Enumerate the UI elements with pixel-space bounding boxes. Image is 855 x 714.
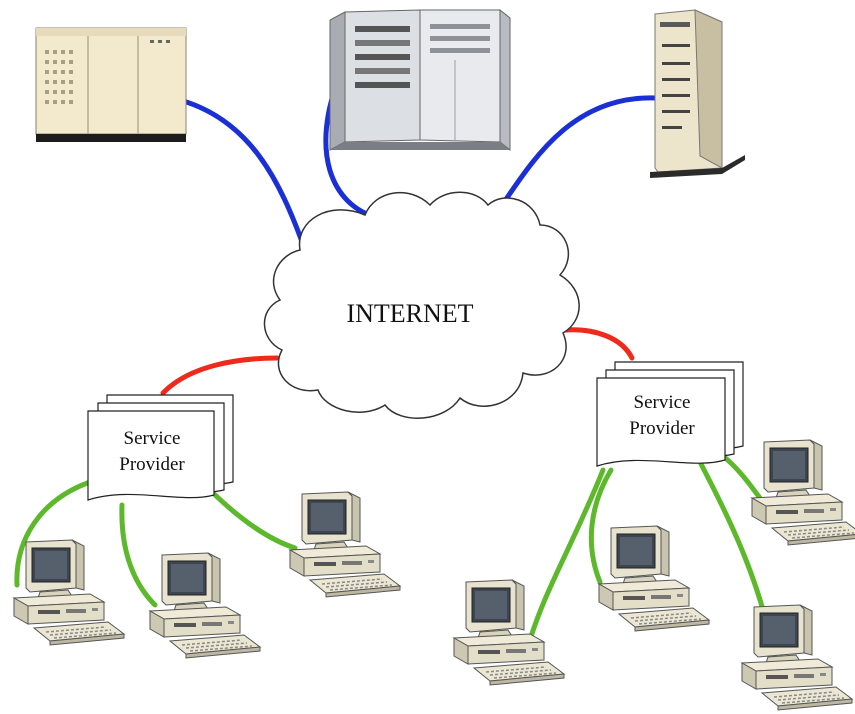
internet-label: INTERNET bbox=[346, 299, 473, 328]
link-left-provider-pc3 bbox=[205, 485, 298, 551]
document-stack-icon bbox=[596, 361, 744, 467]
link-mainframe-internet bbox=[177, 97, 308, 253]
service-provider-left: Service Provider bbox=[87, 394, 234, 501]
provider-left-line2: Provider bbox=[119, 454, 185, 475]
service-provider-right: Service Provider bbox=[596, 361, 744, 467]
provider-right-line1: Service bbox=[634, 392, 691, 413]
mainframe-cabinet-icon bbox=[35, 27, 187, 142]
cloud-shape-icon bbox=[263, 191, 580, 419]
provider-right-line2: Provider bbox=[629, 418, 695, 439]
link-right-provider-internet bbox=[562, 327, 635, 361]
link-left-provider-pc1 bbox=[14, 479, 93, 588]
desktop-computer-icon bbox=[149, 552, 261, 659]
link-right-provider-pc4 bbox=[527, 467, 606, 643]
tower-server-icon bbox=[650, 9, 745, 178]
desktop-computer-icon bbox=[598, 525, 710, 632]
link-left-provider-pc2 bbox=[119, 502, 158, 608]
document-stack-icon bbox=[87, 394, 234, 501]
desktop-computer-icon bbox=[13, 539, 125, 646]
provider-left-line1: Service bbox=[124, 428, 181, 449]
link-right-provider-pc7 bbox=[719, 452, 763, 501]
desktop-computer-icon bbox=[751, 439, 855, 546]
link-tower-internet bbox=[497, 95, 658, 211]
internet-cloud: INTERNET bbox=[263, 191, 580, 419]
server-rack-icon bbox=[329, 8, 511, 152]
link-right-provider-pc5 bbox=[588, 467, 614, 585]
provider-links bbox=[160, 327, 635, 396]
desktop-computer-icon bbox=[741, 604, 853, 711]
link-left-provider-internet bbox=[160, 355, 280, 396]
desktop-computer-icon bbox=[289, 491, 401, 598]
